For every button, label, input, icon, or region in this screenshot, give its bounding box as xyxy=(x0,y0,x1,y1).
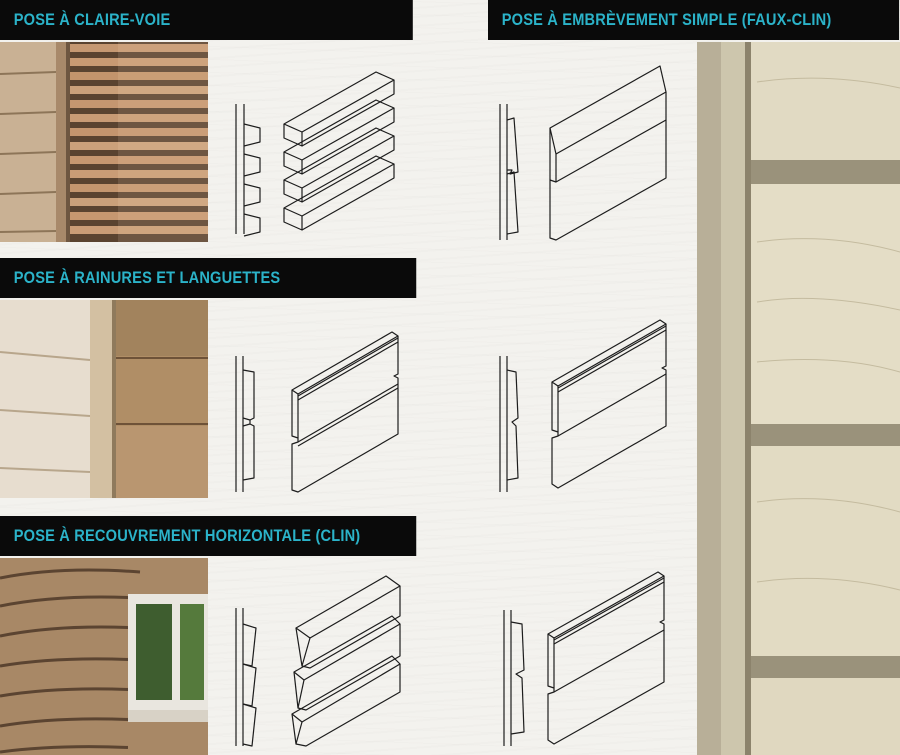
clin-title: POSE À RECOUVREMENT HORIZONTALE (CLIN) xyxy=(13,526,361,545)
rainures-title: POSE À RAINURES ET LANGUETTES xyxy=(13,268,281,287)
clin-banner: POSE À RECOUVREMENT HORIZONTALE (CLIN) xyxy=(0,516,417,556)
claire-voie-boards-icon xyxy=(283,71,395,231)
faux-clin-boards-icon xyxy=(549,65,667,241)
faux-clin-photo xyxy=(697,42,900,755)
claire-voie-photo xyxy=(0,42,208,242)
faux-clin-section-icon xyxy=(499,104,519,240)
rainures-section-icon xyxy=(235,356,255,492)
faux-clin-title: POSE À EMBRÈVEMENT SIMPLE (FAUX-CLIN) xyxy=(501,10,832,29)
claire-voie-title: POSE À CLAIRE-VOIE xyxy=(13,10,171,29)
clin-boards-icon xyxy=(291,575,401,747)
faux-clin-tongue-drawing xyxy=(490,318,680,494)
double-tongue-drawing xyxy=(490,571,680,748)
clin-drawing xyxy=(226,568,416,748)
faux-clin-tongue-boards-icon xyxy=(551,319,667,489)
faux-clin-tongue-section-icon xyxy=(499,356,519,492)
clin-section-icon xyxy=(235,608,257,747)
claire-voie-section-icon xyxy=(235,104,261,237)
rainures-boards-icon xyxy=(291,331,399,493)
clin-photo xyxy=(0,558,208,755)
claire-voie-drawing xyxy=(226,68,406,238)
rainures-drawing xyxy=(226,318,406,494)
faux-clin-banner: POSE À EMBRÈVEMENT SIMPLE (FAUX-CLIN) xyxy=(488,0,900,40)
faux-clin-drawing xyxy=(490,62,680,242)
rainures-photo xyxy=(0,300,208,498)
double-tongue-section-icon xyxy=(503,610,525,746)
rainures-banner: POSE À RAINURES ET LANGUETTES xyxy=(0,258,417,298)
claire-voie-banner: POSE À CLAIRE-VOIE xyxy=(0,0,413,40)
double-tongue-boards-icon xyxy=(547,571,665,745)
